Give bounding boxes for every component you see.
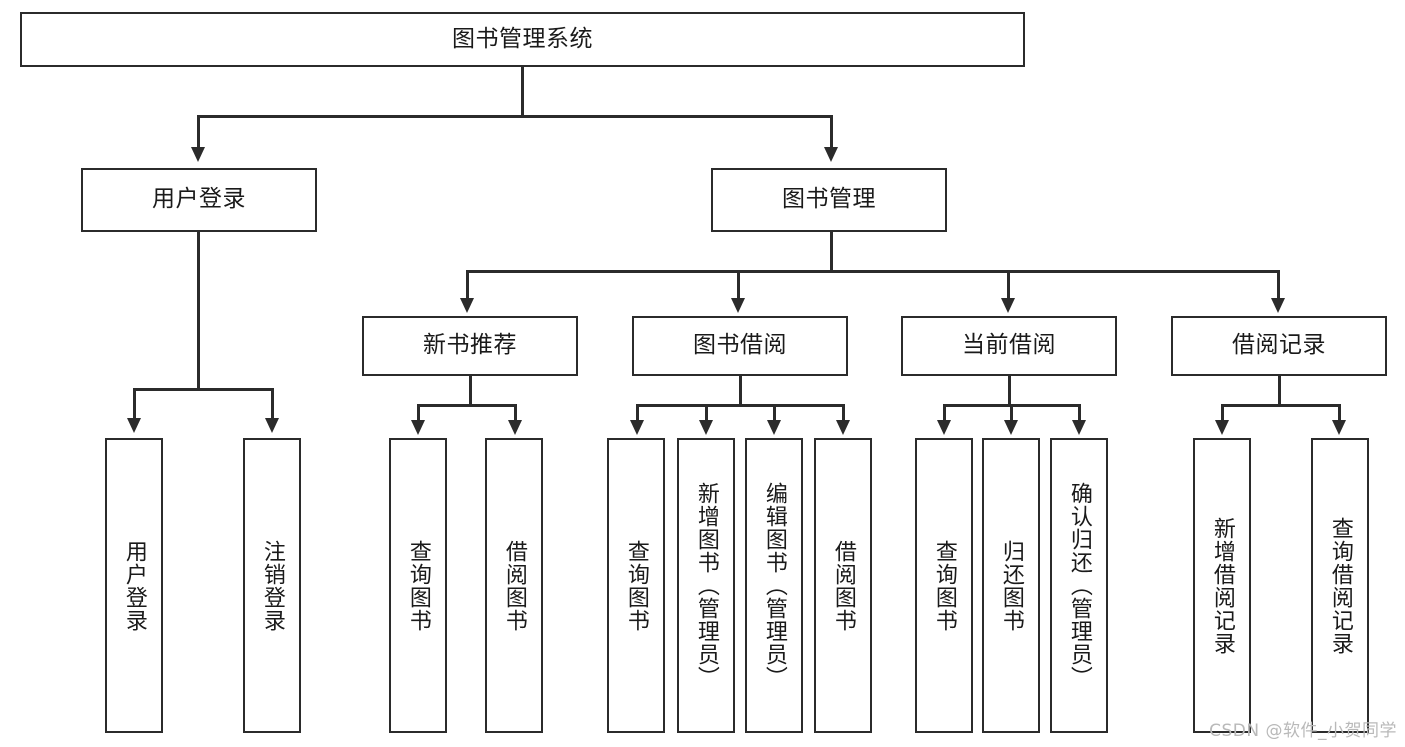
connector-root-to-user-login — [197, 115, 200, 151]
leaf-user-login-login[interactable]: 用户登录 — [105, 438, 163, 733]
node-user-login[interactable]: 用户登录 — [81, 168, 317, 232]
leaf-current-borrow-return-book[interactable]: 归还图书 — [982, 438, 1040, 733]
connector-user-login-bus — [133, 388, 273, 391]
connector-root-bus — [197, 115, 832, 118]
node-label: 新增图书（管理员） — [693, 482, 719, 689]
node-label: 编辑图书（管理员） — [761, 482, 787, 689]
node-label: 归还图书 — [998, 539, 1024, 632]
arrow-bm-to-borrow-record — [1271, 298, 1285, 313]
connector-user-login-stem — [197, 232, 200, 390]
connector-bb-to-leaf-4 — [842, 404, 845, 422]
connector-bm-to-current-borrow — [1007, 270, 1010, 300]
watermark-text: CSDN @软件_小贺同学 — [1209, 721, 1397, 741]
connector-cb-to-leaf-1 — [943, 404, 946, 422]
leaf-book-borrow-edit-book-admin[interactable]: 编辑图书（管理员） — [745, 438, 803, 733]
node-book-management[interactable]: 图书管理 — [711, 168, 947, 232]
connector-root-stem — [521, 67, 524, 117]
connector-bb-to-leaf-3 — [773, 404, 776, 422]
node-borrow-record[interactable]: 借阅记录 — [1171, 316, 1387, 376]
connector-cb-to-leaf-3 — [1078, 404, 1081, 422]
arrow-bb-to-leaf-4 — [836, 420, 850, 435]
node-new-book-recommend[interactable]: 新书推荐 — [362, 316, 578, 376]
arrow-br-to-leaf-1 — [1215, 420, 1229, 435]
leaf-new-book-recommend-borrow-book[interactable]: 借阅图书 — [485, 438, 543, 733]
node-label: 确认归还（管理员） — [1066, 482, 1092, 689]
node-root-book-management-system[interactable]: 图书管理系统 — [20, 12, 1025, 67]
connector-bm-to-borrow-record — [1277, 270, 1280, 300]
leaf-borrow-record-add-record[interactable]: 新增借阅记录 — [1193, 438, 1251, 733]
connector-root-to-book-management — [830, 115, 833, 151]
connector-book-management-stem — [830, 232, 833, 272]
node-label: 查询图书 — [623, 539, 649, 632]
node-label: 新书推荐 — [423, 332, 517, 359]
connector-br-to-leaf-1 — [1221, 404, 1224, 422]
connector-book-management-bus — [466, 270, 1280, 273]
arrow-root-to-user-login — [191, 147, 205, 162]
arrow-br-to-leaf-2 — [1332, 420, 1346, 435]
leaf-book-borrow-add-book-admin[interactable]: 新增图书（管理员） — [677, 438, 735, 733]
node-label: 用户登录 — [121, 539, 147, 632]
connector-bb-bus — [636, 404, 844, 407]
arrow-user-login-to-leaf-1 — [127, 418, 141, 433]
arrow-bb-to-leaf-3 — [767, 420, 781, 435]
leaf-current-borrow-query-book[interactable]: 查询图书 — [915, 438, 973, 733]
arrow-root-to-book-management — [824, 147, 838, 162]
node-current-borrow[interactable]: 当前借阅 — [901, 316, 1117, 376]
node-label: 借阅记录 — [1232, 332, 1326, 359]
node-label: 图书管理 — [782, 186, 876, 213]
arrow-bm-to-new-book-recommend — [460, 298, 474, 313]
node-label: 注销登录 — [259, 539, 285, 632]
leaf-new-book-recommend-query-book[interactable]: 查询图书 — [389, 438, 447, 733]
arrow-bb-to-leaf-2 — [699, 420, 713, 435]
arrow-cb-to-leaf-3 — [1072, 420, 1086, 435]
arrow-nbr-to-leaf-2 — [508, 420, 522, 435]
node-label: 图书借阅 — [693, 332, 787, 359]
arrow-user-login-to-leaf-2 — [265, 418, 279, 433]
connector-cb-stem — [1008, 376, 1011, 406]
node-label: 新增借阅记录 — [1209, 516, 1235, 655]
connector-nbr-to-leaf-2 — [514, 404, 517, 422]
connector-nbr-bus — [417, 404, 516, 407]
connector-br-to-leaf-2 — [1338, 404, 1341, 422]
connector-bm-to-book-borrow — [737, 270, 740, 300]
node-label: 图书管理系统 — [452, 25, 593, 52]
arrow-bm-to-book-borrow — [731, 298, 745, 313]
leaf-user-login-logout[interactable]: 注销登录 — [243, 438, 301, 733]
connector-bb-stem — [739, 376, 742, 406]
node-label: 当前借阅 — [962, 332, 1056, 359]
node-label: 查询图书 — [931, 539, 957, 632]
leaf-current-borrow-confirm-return-admin[interactable]: 确认归还（管理员） — [1050, 438, 1108, 733]
node-label: 查询图书 — [405, 539, 431, 632]
arrow-bb-to-leaf-1 — [630, 420, 644, 435]
connector-br-bus — [1221, 404, 1340, 407]
leaf-book-borrow-borrow-book[interactable]: 借阅图书 — [814, 438, 872, 733]
arrow-cb-to-leaf-1 — [937, 420, 951, 435]
node-label: 借阅图书 — [830, 539, 856, 632]
connector-cb-to-leaf-2 — [1010, 404, 1013, 422]
connector-bb-to-leaf-1 — [636, 404, 639, 422]
node-label: 借阅图书 — [501, 539, 527, 632]
leaf-book-borrow-query-book[interactable]: 查询图书 — [607, 438, 665, 733]
node-label: 用户登录 — [152, 186, 246, 213]
arrow-cb-to-leaf-2 — [1004, 420, 1018, 435]
node-book-borrow[interactable]: 图书借阅 — [632, 316, 848, 376]
connector-nbr-stem — [469, 376, 472, 406]
connector-nbr-to-leaf-1 — [417, 404, 420, 422]
connector-bm-to-new-book-recommend — [466, 270, 469, 300]
arrow-bm-to-current-borrow — [1001, 298, 1015, 313]
connector-user-login-to-leaf-1 — [133, 388, 136, 420]
arrow-nbr-to-leaf-1 — [411, 420, 425, 435]
connector-user-login-to-leaf-2 — [271, 388, 274, 420]
leaf-borrow-record-query-record[interactable]: 查询借阅记录 — [1311, 438, 1369, 733]
node-label: 查询借阅记录 — [1327, 516, 1353, 655]
connector-bb-to-leaf-2 — [705, 404, 708, 422]
connector-br-stem — [1278, 376, 1281, 406]
